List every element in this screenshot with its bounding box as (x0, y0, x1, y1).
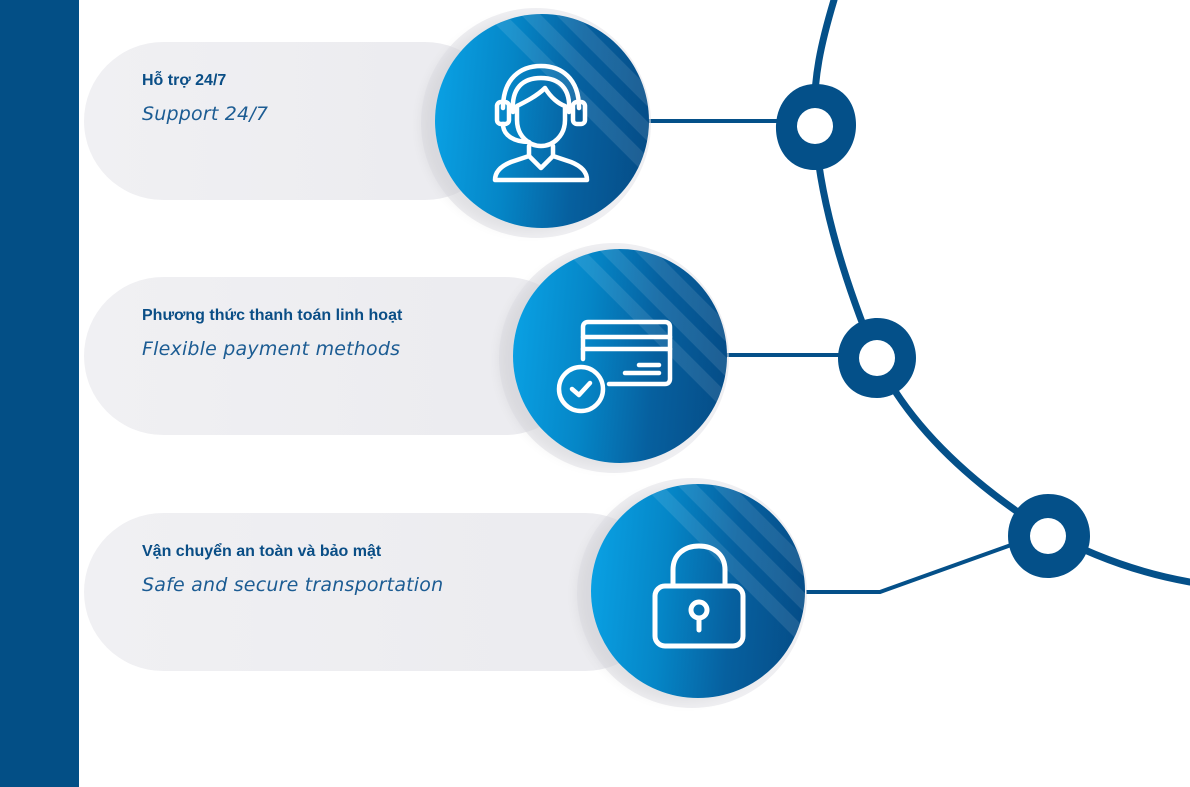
feature-title-en: Support 24/7 (142, 103, 269, 125)
feature-title-vi: Phương thức thanh toán linh hoạt (142, 307, 403, 324)
icon-badge-transport (591, 484, 805, 698)
headset-operator-icon (492, 63, 590, 183)
icon-badge-support (435, 14, 649, 228)
feature-card-transport: Vận chuyển an toàn và bảo mật Safe and s… (84, 513, 664, 671)
padlock-icon (652, 543, 746, 649)
feature-title-en: Flexible payment methods (142, 338, 401, 360)
feature-title-vi: Vận chuyển an toàn và bảo mật (142, 543, 382, 560)
badge-stripes (641, 484, 805, 648)
network-node-3 (1008, 494, 1090, 578)
branch-line-3 (806, 538, 1026, 594)
feature-title-en: Safe and secure transportation (142, 574, 444, 596)
network-node-1 (775, 84, 856, 170)
feature-title-vi: Hỗ trợ 24/7 (142, 72, 227, 89)
network-curve (811, 0, 1190, 586)
credit-card-check-icon (556, 319, 673, 414)
network-node-2 (838, 318, 916, 398)
left-accent-bar (0, 0, 79, 787)
icon-badge-payment (513, 249, 727, 463)
